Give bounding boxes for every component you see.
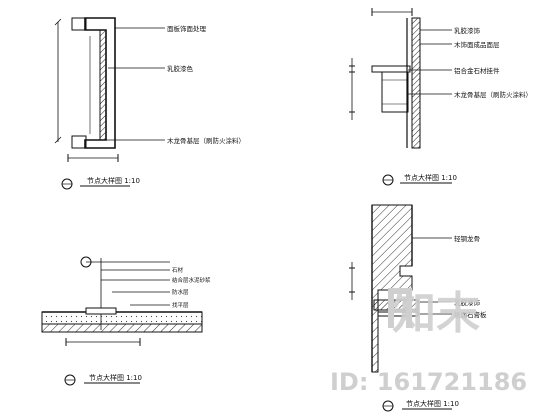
caption-br-text: 节点大样图 1:10: [406, 399, 459, 408]
detail-top-left: [54, 17, 165, 162]
callout-bl-4: 找平层: [172, 301, 189, 309]
caption-br: 节点大样图 1:10: [382, 399, 459, 412]
caption-tl: 节点大样图 1:10: [61, 176, 140, 190]
callout-br-3: 纸面石膏板: [454, 310, 487, 319]
caption-tl-text: 节点大样图 1:10: [87, 176, 140, 185]
watermark-id: ID: 161721186: [330, 368, 527, 396]
callout-bl-3: 防水层: [172, 288, 189, 296]
watermark: 知末 ID: 161721186: [330, 288, 527, 396]
callout-tr-1: 乳胶漆饰: [454, 26, 481, 35]
callout-tl-2: 乳胶漆色: [167, 64, 194, 73]
callout-br-2: 乳胶漆饰: [454, 298, 481, 307]
detail-bottom-left: [41, 256, 203, 346]
watermark-logo-icon: [388, 288, 412, 328]
callout-bl-1: 石材: [172, 266, 184, 274]
caption-bl-text: 节点大样图 1:10: [89, 373, 142, 382]
callout-bl-2: 结合层水泥砂浆: [172, 276, 211, 284]
detail-top-right: [349, 8, 452, 149]
callout-br-1: 轻钢龙骨: [454, 234, 480, 243]
callout-tr-2: 木饰面成品面层: [454, 40, 500, 49]
caption-tr: 节点大样图 1:10: [382, 173, 457, 186]
caption-bl: 节点大样图 1:10: [64, 373, 142, 386]
watermark-logo-text: 知末: [392, 288, 480, 339]
caption-tr-text: 节点大样图 1:10: [404, 173, 457, 182]
callout-tl-1: 面板饰面处理: [167, 24, 207, 33]
callout-tr-4: 木龙骨基层（刷防火涂料）: [454, 90, 532, 99]
callout-tl-3: 木龙骨基层（刷防火涂料）: [167, 136, 245, 145]
callout-tr-3: 铝合金石材挂件: [454, 66, 500, 75]
